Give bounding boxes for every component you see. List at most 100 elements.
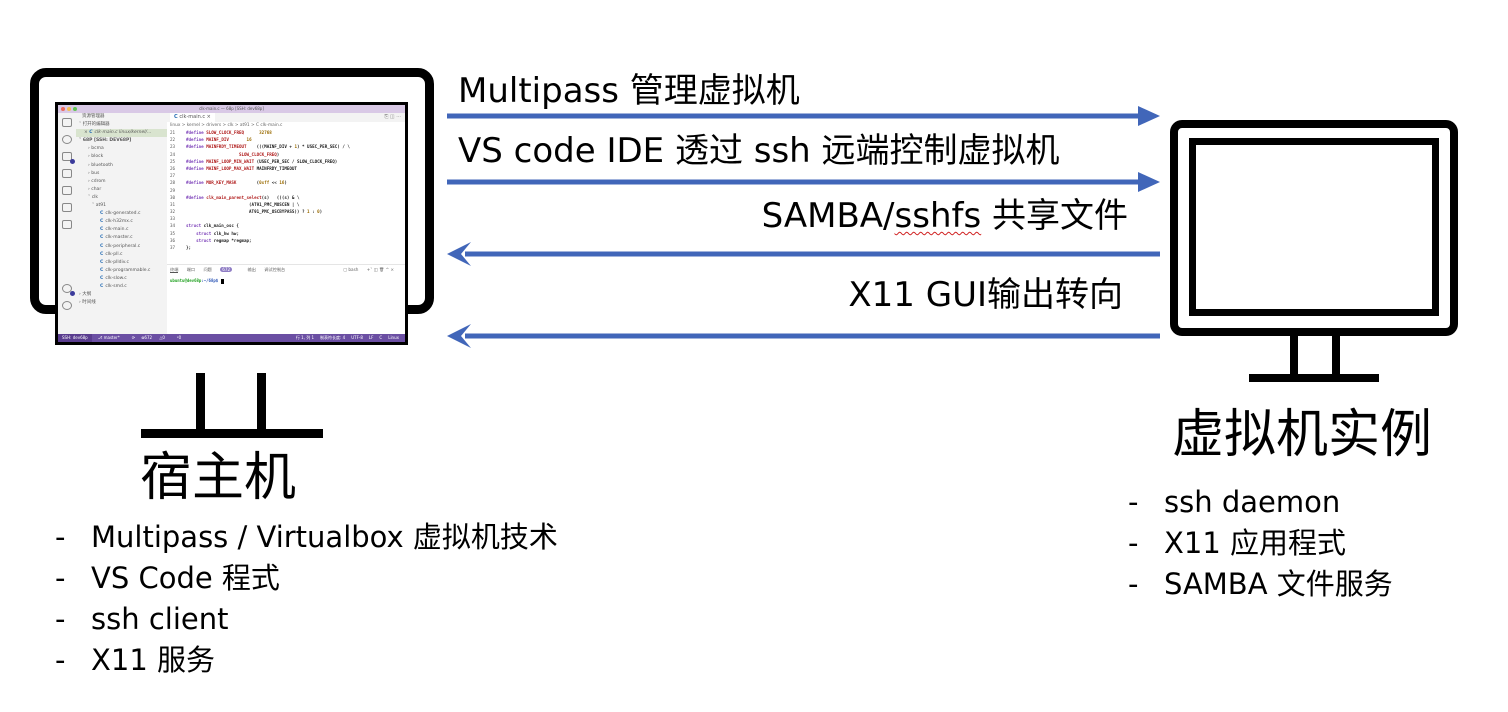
code-line: 33 <box>170 216 176 222</box>
editor-tab: C clk-main.c × <box>170 113 215 122</box>
arrow-label-multipass: Multipass 管理虚拟机 <box>458 71 800 111</box>
tree-folder: › cdrom <box>88 178 106 184</box>
close-dot-icon <box>61 107 65 111</box>
window-title: clk-main.c — 68p [SSH: dev68p] <box>199 106 264 111</box>
tree-folder: ˅ at91 <box>92 203 106 209</box>
list-item: -ssh client <box>55 602 229 636</box>
list-item: -Multipass / Virtualbox 虚拟机技术 <box>55 520 558 554</box>
tree-folder: › bcma <box>88 146 104 152</box>
tree-folder: › bluetooth <box>88 162 113 168</box>
account-icon <box>62 284 75 296</box>
workspace-section: ˅ 68P [SSH: DEV68P] <box>79 138 132 144</box>
terminal-panel: 终端 端口 问题 672 输出 调试控制台 ▢ bash +˅ ◫ 🗑 ^ × … <box>167 264 405 334</box>
maximize-dot-icon <box>73 107 77 111</box>
open-editors-section: ˅ 打开的编辑器 <box>79 122 110 128</box>
arrow-label-samba: SAMBA/sshfs 共享文件 <box>761 196 1128 236</box>
host-feature-list: -Multipass / Virtualbox 虚拟机技术 -VS Code 程… <box>55 517 558 681</box>
code-line: 37}; <box>170 245 192 250</box>
os-indicator: Linux <box>388 335 399 340</box>
source-control-icon <box>62 152 75 164</box>
arrow-head <box>1138 106 1160 126</box>
code-line: 28#define MOR_KEY_MASK (0xff << 16) <box>170 180 287 186</box>
code-line: 32 AT91_PMC_OSCBYPASS)) ? 1 : 0) <box>170 209 323 215</box>
spellcheck-flagged-word: sshfs <box>894 196 982 236</box>
extensions-icon <box>62 186 72 195</box>
encoding: UTF-8 <box>351 335 363 340</box>
minimize-dot-icon <box>67 107 71 111</box>
branch-indicator: ⎇ master* <box>97 335 120 340</box>
editor-actions: ⎘ ◫ ··· <box>384 114 401 120</box>
tree-folder: › block <box>88 154 104 160</box>
arrow-label-x11: X11 GUI输出转向 <box>848 275 1123 315</box>
list-item: -X11 应用程式 <box>1128 526 1346 560</box>
vm-monitor-stand <box>1290 336 1340 378</box>
gear-icon <box>62 301 72 310</box>
code-line: 25#define MAINF_LOOP_MIN_WAIT (USEC_PER_… <box>170 158 338 164</box>
search-icon <box>62 135 72 144</box>
arrow-vm-to-host-samba <box>447 242 1160 266</box>
code-line: 21#define SLOW_CLOCK_FREQ 32768 <box>170 130 272 135</box>
explorer-icon <box>62 118 72 127</box>
arrow-head <box>1138 172 1160 192</box>
code-line: 22#define MAINF_DIV 16 <box>170 137 252 143</box>
explorer-header: 资源管理器 <box>82 114 105 119</box>
arrow-host-to-vm-vscode-ssh <box>447 172 1160 192</box>
vm-title: 虚拟机实例 <box>1172 405 1433 465</box>
arrow-label-vscode-ssh: VS code IDE 透过 ssh 远端控制虚拟机 <box>458 131 1060 171</box>
remote-explorer-icon <box>62 203 72 212</box>
code-line: 24 SLOW_CLOCK_FREQ) <box>170 151 280 157</box>
code-line: 31 (AT91_PMC_MOSCEN | \ <box>170 201 300 207</box>
language-mode: C <box>379 335 383 340</box>
tree-folder: › char <box>88 186 102 192</box>
sync-icon: ⟳ <box>131 335 136 340</box>
code-line: 26#define MAINF_LOOP_MAX_WAIT MAINFRDY_T… <box>170 165 297 171</box>
remote-indicator: SSH: dev68p <box>58 334 92 342</box>
tab-output: 输出 <box>247 267 256 272</box>
problems-indicator: ⊗672 △0 <box>141 335 165 340</box>
vm-monitor-screen <box>1189 138 1439 316</box>
panel-tools: ▢ bash +˅ ◫ 🗑 ^ × <box>343 267 394 272</box>
activity-bar <box>58 113 76 334</box>
tab-debug-console: 调试控制台 <box>264 267 286 272</box>
editor-tabs: C clk-main.c × ⎘ ◫ ··· <box>167 113 405 122</box>
outline-section: › 大纲 <box>79 292 92 298</box>
vm-monitor-base <box>1249 374 1379 382</box>
status-bar: SSH: dev68p ⎇ master* ⟳ ⊗672 △0 ᵠ0 行 1, … <box>58 334 405 342</box>
arrow-head <box>447 324 471 348</box>
tab-terminal: 终端 <box>170 267 179 273</box>
tab-ports: 端口 <box>186 267 196 272</box>
list-item: -X11 服务 <box>55 643 215 677</box>
code-line: 23#define MAINFRDY_TIMEOUT (((MAINF_DIV … <box>170 144 350 150</box>
list-item: -VS Code 程式 <box>55 561 280 595</box>
terminal-prompt: ubuntu@dev68p:~/68p$ <box>167 278 405 284</box>
code-line: 30#define clk_main_parent_select(s) (((s… <box>170 194 300 200</box>
eol: LF <box>368 335 374 340</box>
arrow-head <box>447 242 471 266</box>
list-item: -ssh daemon <box>1128 485 1341 519</box>
window-controls <box>61 107 77 111</box>
vm-feature-list: -ssh daemon -X11 应用程式 -SAMBA 文件服务 <box>1128 482 1393 605</box>
editor-area: C clk-main.c × ⎘ ◫ ··· linux > kernel > … <box>167 113 405 334</box>
vscode-screenshot: clk-main.c — 68p [SSH: dev68p] 资源管理器 ˅ 打… <box>55 102 408 345</box>
cursor-position: 行 1, 列 1 <box>295 335 315 340</box>
bookmark-icon <box>62 220 72 229</box>
tab-size: 制表符长度: 4 <box>320 335 346 340</box>
code-line: 35 struct clk_hw hw; <box>170 230 239 236</box>
panel-tabs: 终端 端口 问题 672 输出 调试控制台 ▢ bash +˅ ◫ 🗑 ^ × <box>167 265 405 275</box>
breadcrumb: linux > kernel > drivers > clk > at91 > … <box>170 123 283 128</box>
code-view: 21#define SLOW_CLOCK_FREQ 32768 22#define… <box>167 129 405 251</box>
arrow-vm-to-host-x11 <box>447 324 1160 348</box>
vscode-titlebar: clk-main.c — 68p [SSH: dev68p] <box>58 105 405 113</box>
host-title: 宿主机 <box>140 448 297 508</box>
code-line: 27 <box>170 173 176 179</box>
